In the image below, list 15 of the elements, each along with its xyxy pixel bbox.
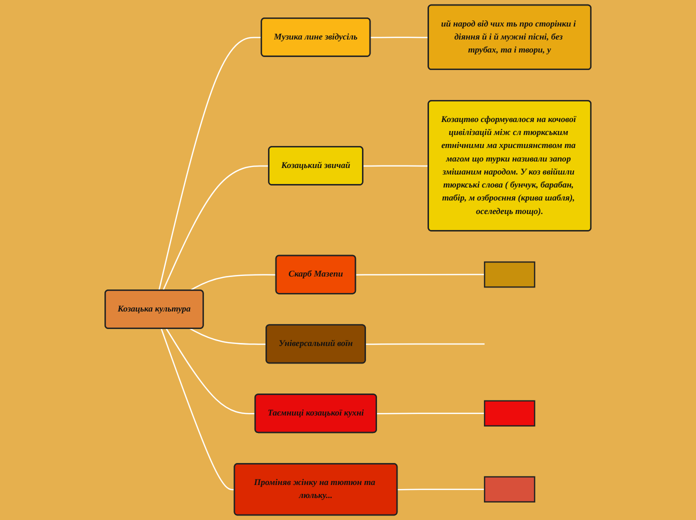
node-box (484, 400, 536, 426)
connector (162, 165, 270, 291)
connector (356, 274, 485, 276)
connector (158, 36, 262, 291)
connector (190, 328, 267, 345)
connector (376, 412, 485, 414)
connector (397, 488, 485, 490)
connector (190, 274, 276, 292)
connector (366, 343, 485, 345)
connector (370, 36, 429, 38)
node-box (484, 476, 536, 502)
node-box (484, 261, 536, 288)
connector (160, 328, 235, 490)
connector (363, 165, 429, 167)
connector (166, 328, 256, 414)
